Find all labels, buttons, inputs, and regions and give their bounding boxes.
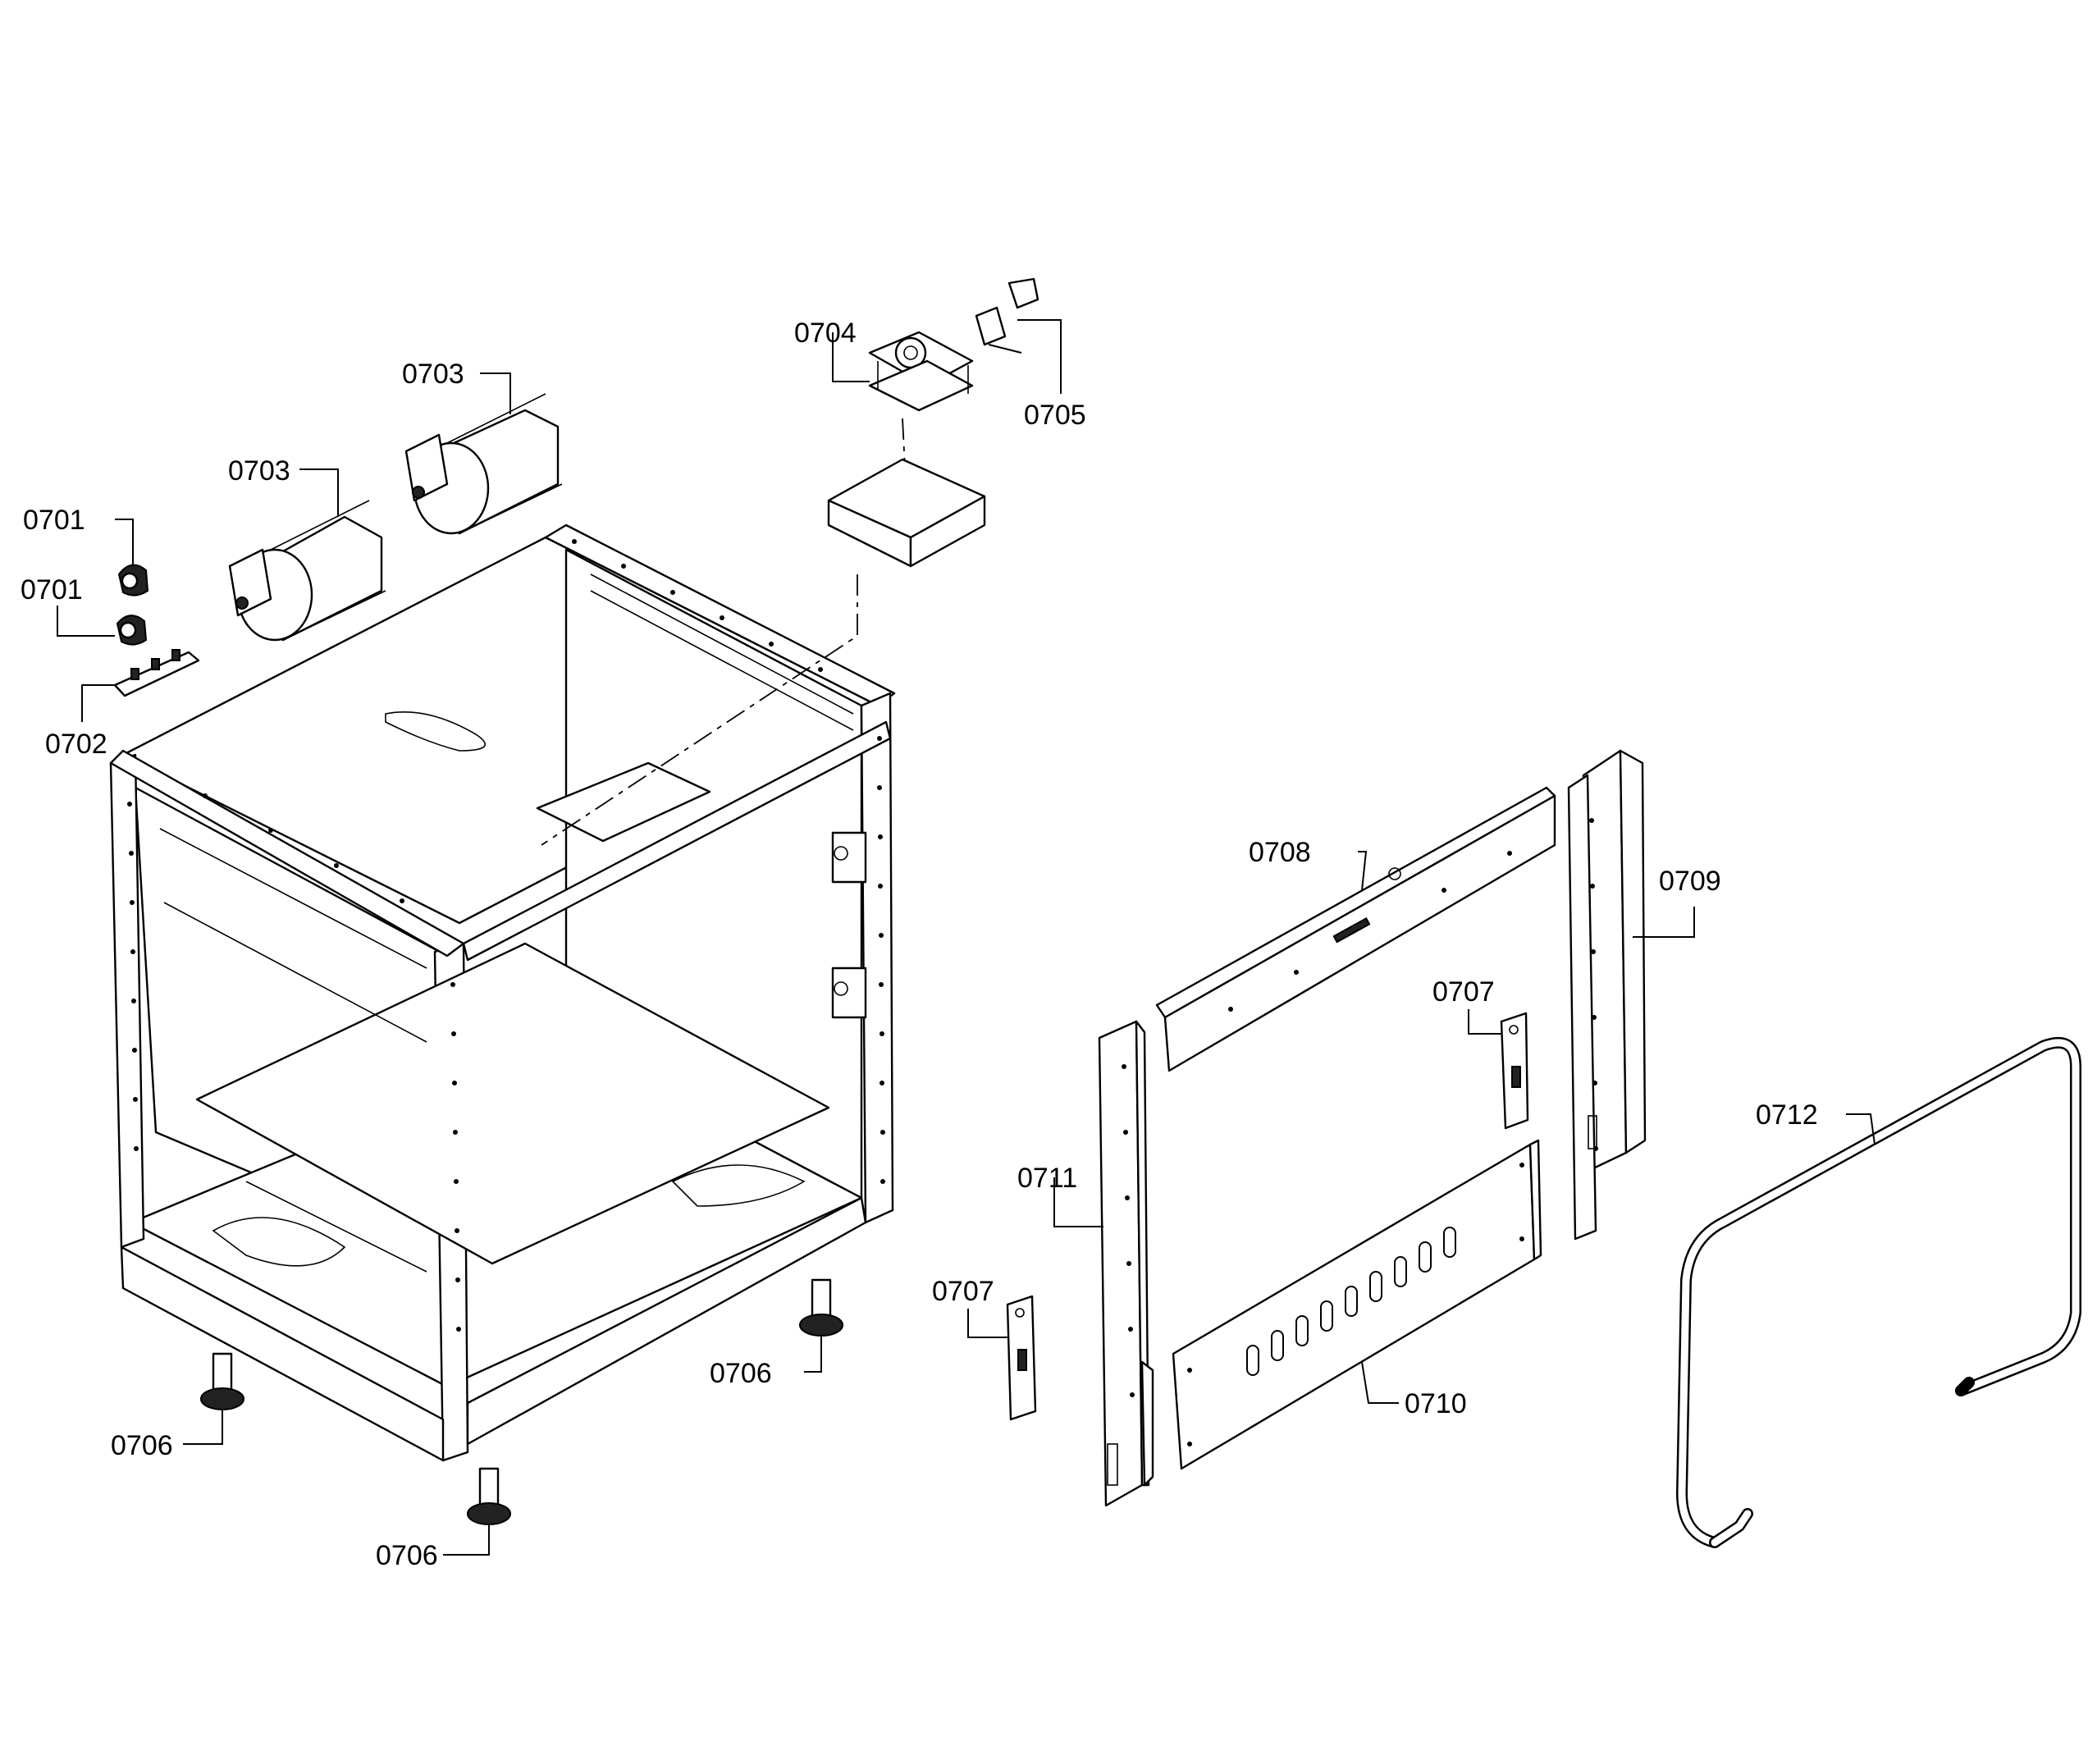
part-0707-upper	[1500, 1012, 1529, 1130]
callout-0703-right: 0703	[402, 359, 464, 390]
part-0710-panel	[1172, 1139, 1542, 1470]
callout-0712: 0712	[1756, 1099, 1818, 1131]
callout-0708: 0708	[1249, 837, 1311, 868]
callout-0701-upper: 0701	[23, 505, 85, 536]
chassis-frame	[109, 523, 896, 1462]
callout-labels: 0701 0701 0702 0703 0703 0704 0705 0706 …	[21, 318, 1818, 1571]
part-0706-foot-a	[200, 1352, 244, 1410]
callout-0706-bottom: 0706	[376, 1540, 438, 1571]
callout-0706-right: 0706	[710, 1358, 772, 1389]
frame-rivets	[127, 539, 885, 1332]
callout-0701-lower: 0701	[21, 574, 83, 606]
hinge-bracket	[831, 831, 867, 884]
part-0702	[113, 649, 200, 697]
part-0706-foot-c	[799, 1278, 843, 1337]
part-0709-upright	[1567, 749, 1647, 1241]
callout-0702: 0702	[45, 729, 107, 760]
callout-0704: 0704	[794, 318, 857, 349]
callout-0709: 0709	[1659, 866, 1721, 897]
part-0703-left-motor	[228, 500, 386, 642]
part-0705	[975, 277, 1039, 354]
part-0706-foot-b	[467, 1467, 511, 1525]
callout-0707-lower: 0707	[932, 1276, 994, 1307]
part-0703-right-motor	[404, 393, 563, 535]
callout-0707-upper: 0707	[1432, 976, 1495, 1008]
part-0701-lower	[116, 615, 148, 646]
part-0704-assembly	[868, 331, 974, 412]
callout-0703-left: 0703	[228, 455, 290, 487]
callout-0711: 0711	[1017, 1163, 1077, 1194]
panel-vent-slots	[1246, 1227, 1456, 1376]
hinge-bracket	[831, 967, 867, 1019]
part-0711-upright	[1098, 1020, 1154, 1507]
callout-0706-left: 0706	[111, 1430, 173, 1461]
part-0707-lower	[1006, 1295, 1037, 1421]
part-0701-upper	[117, 564, 149, 596]
part-0704-mount-box	[827, 458, 986, 568]
callout-0705: 0705	[1024, 400, 1086, 431]
leader-lines	[57, 319, 1876, 1556]
part-0708-rail	[1155, 786, 1556, 1072]
part-0712-wire-frame	[1676, 1037, 2081, 1548]
callout-0710: 0710	[1405, 1388, 1467, 1419]
